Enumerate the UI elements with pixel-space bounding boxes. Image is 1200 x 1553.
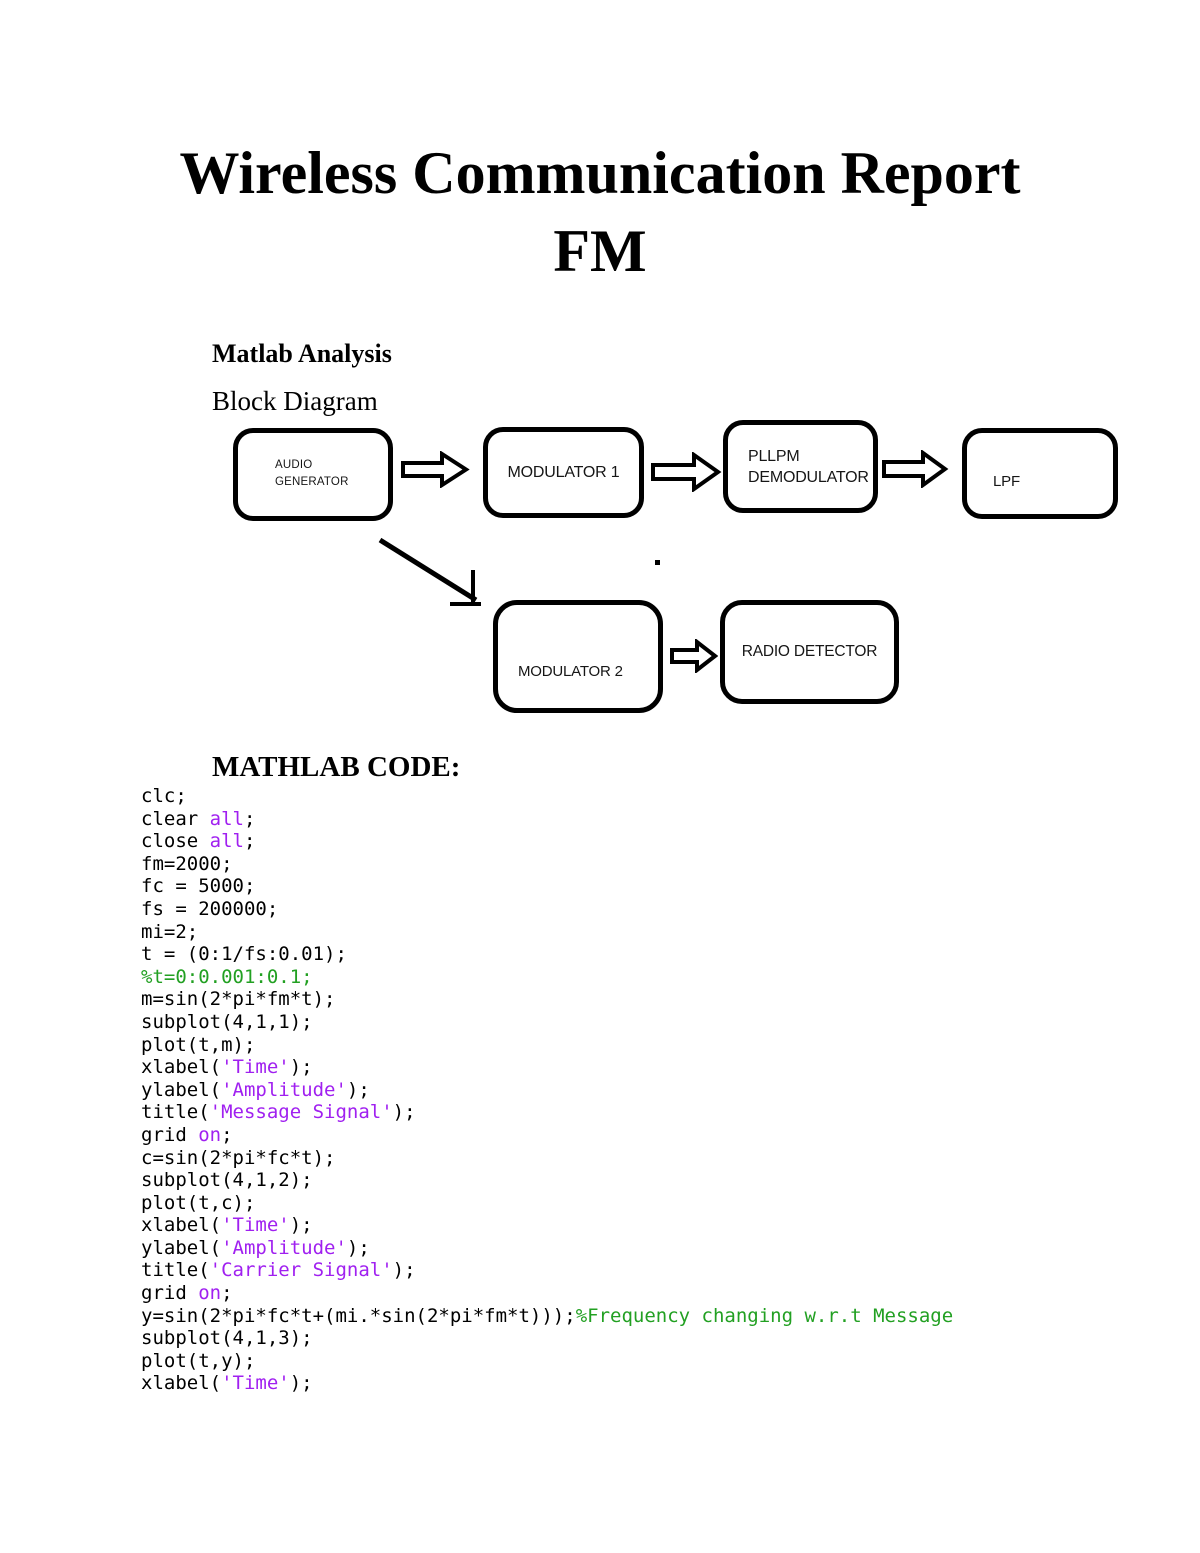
code-line: y=sin(2*pi*fc*t+(mi.*sin(2*pi*fm*t)));%F… xyxy=(141,1304,954,1327)
code-line: fm=2000; xyxy=(141,852,233,875)
document-title-line2: FM xyxy=(553,218,647,284)
code-line: clc; xyxy=(141,785,187,807)
block-audio-generator: AUDIO GENERATOR xyxy=(233,428,393,521)
block-pllpm-demodulator: PLLPM DEMODULATOR xyxy=(723,420,878,513)
code-line: ylabel('Amplitude'); xyxy=(141,1078,370,1101)
block-arrow-right-icon xyxy=(651,452,722,492)
heading-matlab-analysis: Matlab Analysis xyxy=(212,339,392,368)
heading-mathlab-code: MATHLAB CODE: xyxy=(212,751,461,783)
block-radio-detector: RADIO DETECTOR xyxy=(720,600,899,704)
block-modulator-2: MODULATOR 2 xyxy=(493,600,663,713)
code-line: t = (0:1/fs:0.01); xyxy=(141,943,347,966)
code-line: ylabel('Amplitude'); xyxy=(141,1236,370,1259)
block-label: PLLPM DEMODULATOR xyxy=(748,447,869,486)
matlab-code-block: clc;clear all;close all;fm=2000;fc = 500… xyxy=(141,785,953,1395)
code-line: grid on; xyxy=(141,1282,233,1305)
dot-mark xyxy=(655,560,660,565)
code-line: title('Message Signal'); xyxy=(141,1101,416,1124)
heading-block-diagram: Block Diagram xyxy=(212,386,378,416)
code-line: xlabel('Time'); xyxy=(141,1214,313,1237)
block-arrow-right-icon xyxy=(882,450,949,488)
document-title-line1: Wireless Communication Report xyxy=(179,140,1021,206)
code-line: title('Carrier Signal'); xyxy=(141,1259,416,1282)
code-line: grid on; xyxy=(141,1123,233,1146)
block-label: LPF xyxy=(993,473,1020,490)
code-line: mi=2; xyxy=(141,920,199,943)
code-line: m=sin(2*pi*fm*t); xyxy=(141,988,336,1011)
code-line: subplot(4,1,3); xyxy=(141,1327,313,1350)
code-line: c=sin(2*pi*fc*t); xyxy=(141,1146,336,1169)
code-line: xlabel('Time'); xyxy=(141,1372,313,1395)
code-line: clear all; xyxy=(141,807,256,830)
code-line: fs = 200000; xyxy=(141,897,279,920)
block-arrow-right-icon xyxy=(670,639,718,673)
block-label: MODULATOR 2 xyxy=(518,663,623,680)
code-line: subplot(4,1,1); xyxy=(141,1010,313,1033)
code-line: %t=0:0.001:0.1; xyxy=(141,965,313,988)
code-line: plot(t,y); xyxy=(141,1349,256,1372)
block-label: MODULATOR 1 xyxy=(507,463,620,481)
code-line: plot(t,c); xyxy=(141,1191,256,1214)
code-line: subplot(4,1,2); xyxy=(141,1169,313,1192)
code-line: close all; xyxy=(141,830,256,853)
block-label: AUDIO GENERATOR xyxy=(275,459,349,488)
code-line: xlabel('Time'); xyxy=(141,1056,313,1079)
block-arrow-right-icon xyxy=(401,451,470,488)
block-lpf: LPF xyxy=(962,428,1118,519)
code-line: fc = 5000; xyxy=(141,875,256,898)
block-label: RADIO DETECTOR xyxy=(741,643,878,660)
block-modulator-1: MODULATOR 1 xyxy=(483,427,644,518)
code-line: plot(t,m); xyxy=(141,1033,256,1056)
